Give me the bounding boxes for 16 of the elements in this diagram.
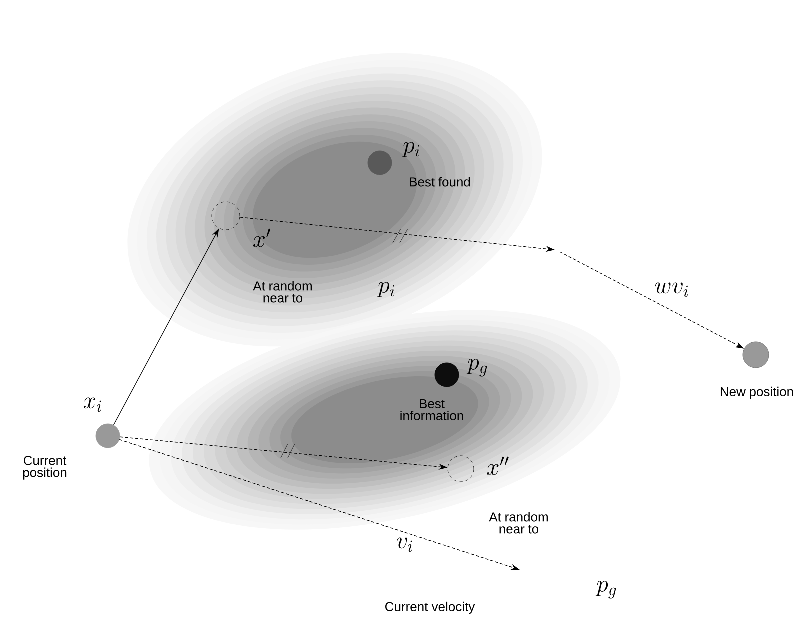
node-label: Best found: [410, 177, 470, 187]
math-label: $p_i$: [377, 282, 395, 298]
caption-text: At random near to: [253, 281, 312, 303]
caption-text: Current position: [23, 456, 67, 480]
edge-label: $v_i$: [396, 538, 412, 552]
node-label: New position: [721, 386, 794, 400]
caption-text: At random near to: [489, 512, 548, 534]
caption-text: Current velocity: [386, 602, 476, 614]
math-label: $x'$: [253, 228, 271, 248]
math-label: $x''$: [487, 456, 509, 476]
math-label: $p_g$: [466, 359, 488, 377]
node-label: Best information: [400, 399, 464, 421]
math-label: $p_i$: [402, 142, 420, 158]
math-label: $p_g$: [596, 581, 616, 599]
edge-label: $wv_i$: [655, 282, 688, 298]
math-label: $x_i$: [84, 398, 102, 412]
